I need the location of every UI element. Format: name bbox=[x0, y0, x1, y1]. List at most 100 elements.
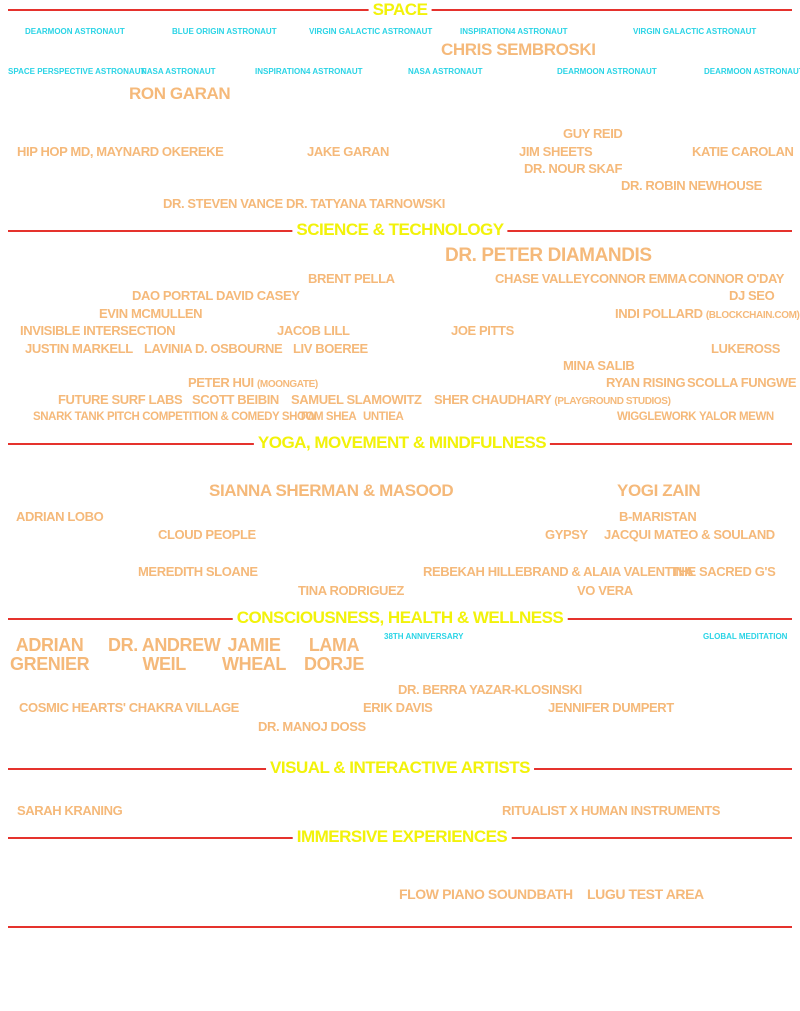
speaker-name[interactable]: DAVID CASEY bbox=[216, 288, 300, 303]
speaker-name[interactable]: RON GARAN bbox=[129, 84, 231, 103]
speaker-name[interactable]: DR. PETER DIAMANDIS bbox=[445, 245, 652, 266]
speaker-name[interactable]: SCOLLA FUNGWE bbox=[687, 375, 797, 390]
speaker-name[interactable]: SARAH KRANING bbox=[17, 803, 123, 818]
speaker-name[interactable]: JAKE GARAN bbox=[307, 144, 389, 159]
role-tag: GLOBAL MEDITATION bbox=[703, 632, 788, 641]
speaker-name[interactable]: THE SACRED G'S bbox=[671, 564, 776, 579]
speaker-name[interactable]: UNTIEA bbox=[363, 411, 404, 423]
speaker-name[interactable]: TOM SHEA bbox=[299, 411, 357, 423]
speaker-name[interactable]: JACQUI MATEO & SOULAND bbox=[604, 527, 775, 542]
speaker-name[interactable]: LUKEROSS bbox=[711, 341, 781, 356]
speaker-name[interactable]: DAO PORTAL bbox=[132, 288, 213, 303]
speaker-name[interactable]: B-MARISTAN bbox=[619, 509, 697, 524]
speaker-name[interactable]: MINA SALIB bbox=[563, 358, 635, 373]
speaker-name[interactable]: JIM SHEETS bbox=[519, 144, 593, 159]
speaker-name[interactable]: BRENT PELLA bbox=[308, 271, 395, 286]
section-title-yoga: YOGA, MOVEMENT & MINDFULNESS bbox=[253, 433, 551, 453]
speaker-name[interactable]: SCOTT BEIBIN bbox=[192, 392, 279, 407]
speaker-name[interactable]: GUY REID bbox=[563, 126, 623, 141]
speaker-name[interactable]: DR. MANOJ DOSS bbox=[258, 719, 366, 734]
section-title-consciousness: CONSCIOUSNESS, HEALTH & WELLNESS bbox=[232, 608, 568, 628]
speaker-name[interactable]: HIP HOP MD, MAYNARD OKEREKE bbox=[17, 144, 224, 159]
speaker-name[interactable]: LUGU TEST AREA bbox=[587, 886, 704, 902]
speaker-affiliation: (BLOCKCHAIN.COM) bbox=[705, 310, 800, 321]
speaker-name[interactable]: SNARK TANK PITCH COMPETITION & COMEDY SH… bbox=[33, 411, 317, 423]
speaker-name[interactable]: WIGGLEWORK bbox=[617, 411, 697, 423]
section-title-visual: VISUAL & INTERACTIVE ARTISTS bbox=[266, 758, 534, 778]
name-line: DR. ANDREW bbox=[108, 635, 221, 655]
role-tag: DEARMOON ASTRONAUT bbox=[704, 67, 800, 76]
speaker-name[interactable]: INDI POLLARD (BLOCKCHAIN.COM) bbox=[615, 306, 800, 323]
name-line: LAMA bbox=[308, 635, 360, 655]
speaker-name[interactable]: DJ SEO bbox=[729, 288, 775, 303]
role-tag: NASA ASTRONAUT bbox=[141, 67, 216, 76]
speaker-name[interactable]: KATIE CAROLAN bbox=[692, 144, 794, 159]
speaker-name[interactable]: DR. ROBIN NEWHOUSE bbox=[621, 178, 762, 193]
speaker-name[interactable]: COSMIC HEARTS' CHAKRA VILLAGE bbox=[19, 700, 239, 715]
speaker-affiliation: (MOONGATE) bbox=[256, 379, 318, 390]
speaker-name[interactable]: YALOR MEWN bbox=[699, 411, 774, 423]
name-line: WHEAL bbox=[222, 654, 286, 674]
speaker-name[interactable]: LAVINIA D. OSBOURNE bbox=[144, 341, 283, 356]
speaker-name[interactable]: CHASE VALLEY bbox=[495, 271, 590, 286]
role-tag: VIRGIN GALACTIC ASTRONAUT bbox=[309, 27, 433, 36]
speaker-name[interactable]: JUSTIN MARKELL bbox=[25, 341, 133, 356]
section-title-science: SCIENCE & TECHNOLOGY bbox=[292, 220, 508, 240]
speaker-name[interactable]: FUTURE SURF LABS bbox=[58, 392, 183, 407]
role-tag: DEARMOON ASTRONAUT bbox=[25, 27, 125, 36]
speaker-name-text: PETER HUI bbox=[188, 375, 254, 390]
speaker-name[interactable]: JOE PITTS bbox=[451, 323, 514, 338]
speaker-name[interactable]: REBEKAH HILLEBRAND & ALAIA VALENTINA bbox=[423, 564, 694, 579]
speaker-name[interactable]: CLOUD PEOPLE bbox=[158, 527, 256, 542]
speaker-affiliation: (PLAYGROUND STUDIOS) bbox=[554, 396, 671, 407]
speaker-name-text: SHER CHAUDHARY bbox=[434, 392, 552, 407]
name-line: JAMIE bbox=[227, 635, 281, 655]
speaker-name[interactable]: INVISIBLE INTERSECTION bbox=[20, 323, 176, 338]
role-tag: SPACE PERSPECTIVE ASTRONAUT bbox=[8, 67, 146, 76]
role-tag: INSPIRATION4 ASTRONAUT bbox=[255, 67, 363, 76]
speaker-name[interactable]: ERIK DAVIS bbox=[363, 700, 433, 715]
name-line: GRENIER bbox=[10, 654, 90, 674]
speaker-name[interactable]: EVIN MCMULLEN bbox=[99, 306, 203, 321]
speaker-name[interactable]: PETER HUI (MOONGATE) bbox=[188, 375, 318, 392]
speaker-name[interactable]: YOGI ZAIN bbox=[617, 481, 701, 500]
speaker-name[interactable]: SHER CHAUDHARY (PLAYGROUND STUDIOS) bbox=[434, 392, 671, 409]
speaker-name[interactable]: DR. NOUR SKAF bbox=[524, 161, 623, 176]
speaker-name[interactable]: RITUALIST X HUMAN INSTRUMENTS bbox=[502, 803, 721, 818]
speaker-name[interactable]: CONNOR O'DAY bbox=[688, 271, 785, 286]
speaker-name[interactable]: FLOW PIANO SOUNDBATH bbox=[399, 886, 573, 902]
name-line: DORJE bbox=[304, 654, 365, 674]
role-tag: VIRGIN GALACTIC ASTRONAUT bbox=[633, 27, 757, 36]
speaker-name[interactable]: CHRIS SEMBROSKI bbox=[441, 40, 596, 59]
speaker-name[interactable]: SIANNA SHERMAN & MASOOD bbox=[209, 481, 454, 500]
role-tag: INSPIRATION4 ASTRONAUT bbox=[460, 27, 568, 36]
speaker-name[interactable]: VO VERA bbox=[577, 583, 633, 598]
name-line: ADRIAN bbox=[15, 635, 84, 655]
speaker-name[interactable]: DR. BERRA YAZAR-KLOSINSKI bbox=[398, 682, 582, 697]
role-tag: BLUE ORIGIN ASTRONAUT bbox=[172, 27, 277, 36]
speaker-name[interactable]: LIV BOEREE bbox=[293, 341, 368, 356]
speaker-name[interactable]: ADRIAN LOBO bbox=[16, 509, 104, 524]
speaker-name[interactable]: JACOB LILL bbox=[277, 323, 350, 338]
section-rule bbox=[8, 926, 792, 928]
speaker-name[interactable]: RYAN RISING bbox=[606, 375, 686, 390]
speaker-name[interactable]: SAMUEL SLAMOWITZ bbox=[291, 392, 422, 407]
speaker-name-text: INDI POLLARD bbox=[615, 306, 703, 321]
speaker-name[interactable]: DR. TATYANA TARNOWSKI bbox=[286, 196, 445, 211]
role-tag: DEARMOON ASTRONAUT bbox=[557, 67, 657, 76]
role-tag: NASA ASTRONAUT bbox=[408, 67, 483, 76]
speaker-name[interactable]: CONNOR EMMA bbox=[590, 271, 687, 286]
speaker-name[interactable]: MEREDITH SLOANE bbox=[138, 564, 258, 579]
speaker-name[interactable]: GYPSY bbox=[545, 527, 588, 542]
speaker-name[interactable]: TINA RODRIGUEZ bbox=[298, 583, 404, 598]
section-title-immersive: IMMERSIVE EXPERIENCES bbox=[292, 827, 512, 847]
section-title-space: SPACE bbox=[368, 0, 432, 20]
speaker-name[interactable]: JENNIFER DUMPERT bbox=[548, 700, 674, 715]
speaker-name[interactable]: DR. STEVEN VANCE bbox=[163, 196, 283, 211]
role-tag: 38TH ANNIVERSARY bbox=[384, 632, 464, 641]
name-line: WEIL bbox=[142, 654, 186, 674]
